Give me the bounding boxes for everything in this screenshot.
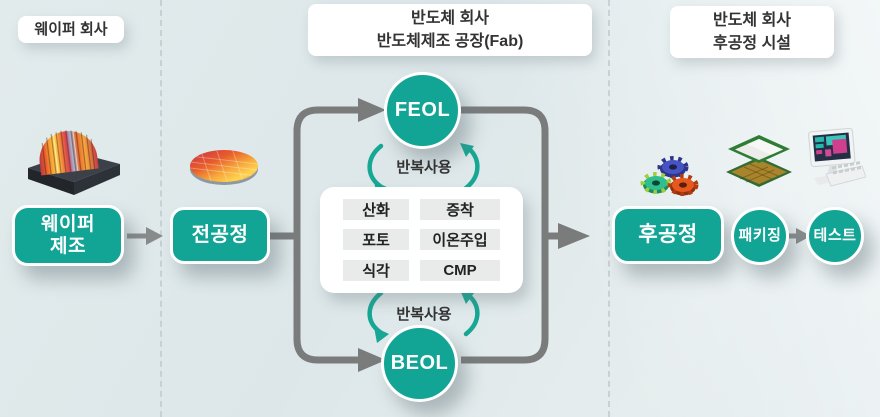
- beol-label: BEOL: [390, 352, 449, 374]
- header-wafer-company-label: 웨이퍼 회사: [34, 20, 108, 38]
- gear-orange: [667, 174, 699, 196]
- keyboard: [825, 161, 866, 187]
- fab-step-deposition: 증착: [420, 199, 500, 220]
- fab-steps-box: 산화 증착 포토 이온주입 식각 CMP: [320, 187, 523, 293]
- fab-step-cmp: CMP: [420, 259, 500, 281]
- wafer-mfg-line2: 제조: [50, 235, 86, 257]
- fab-step-photo: 포토: [343, 229, 409, 251]
- wafer-mfg-line1: 웨이퍼: [41, 213, 95, 235]
- section-divider-left: [160, 0, 162, 417]
- header-fab-line1: 반도체 회사: [410, 9, 490, 27]
- node-packaging: 패키징: [731, 207, 789, 265]
- node-wafer-manufacturing: 웨이퍼 제조: [12, 205, 124, 266]
- gear-green: [640, 172, 672, 194]
- gear-blue: [657, 156, 689, 178]
- arrowhead-to-beol: [358, 348, 386, 372]
- wafer-cassette-icon: [28, 130, 120, 195]
- header-wafer-company: 웨이퍼 회사: [18, 16, 124, 43]
- front-process-label: 전공정: [191, 224, 249, 246]
- computer-tester-icon: [808, 128, 866, 187]
- section-divider-right: [608, 0, 610, 417]
- node-feol: FEOL: [384, 72, 461, 149]
- fab-step-etching: 식각: [343, 259, 409, 281]
- header-fab: 반도체 회사 반도체제조 공장(Fab): [308, 4, 592, 56]
- node-beol: BEOL: [381, 325, 458, 402]
- arrowhead-to-backend: [558, 223, 590, 249]
- feol-label: FEOL: [394, 99, 451, 121]
- gears-icon: [640, 156, 699, 196]
- fab-step-ion-implant: 이온주입: [420, 229, 500, 251]
- node-test: 테스트: [806, 207, 864, 265]
- back-process-label: 후공정: [638, 222, 698, 246]
- reuse-label-bottom: 반복사용: [396, 306, 452, 323]
- header-backend-line1: 반도체 회사: [712, 11, 792, 29]
- packaging-label: 패키징: [738, 227, 782, 245]
- header-backend-facility: 반도체 회사 후공정 시설: [670, 6, 834, 58]
- arrowhead-to-feol: [358, 98, 386, 122]
- cpu-chip-icon: [726, 135, 792, 187]
- node-front-process: 전공정: [170, 207, 270, 264]
- header-fab-line2: 반도체제조 공장(Fab): [376, 33, 524, 50]
- node-back-process: 후공정: [612, 206, 724, 264]
- fab-step-oxidation: 산화: [343, 199, 409, 220]
- header-backend-line2: 후공정 시설: [712, 35, 792, 52]
- test-label: 테스트: [813, 227, 857, 245]
- wafer-disc-icon: [190, 150, 258, 185]
- reuse-label-top: 반복사용: [396, 159, 452, 176]
